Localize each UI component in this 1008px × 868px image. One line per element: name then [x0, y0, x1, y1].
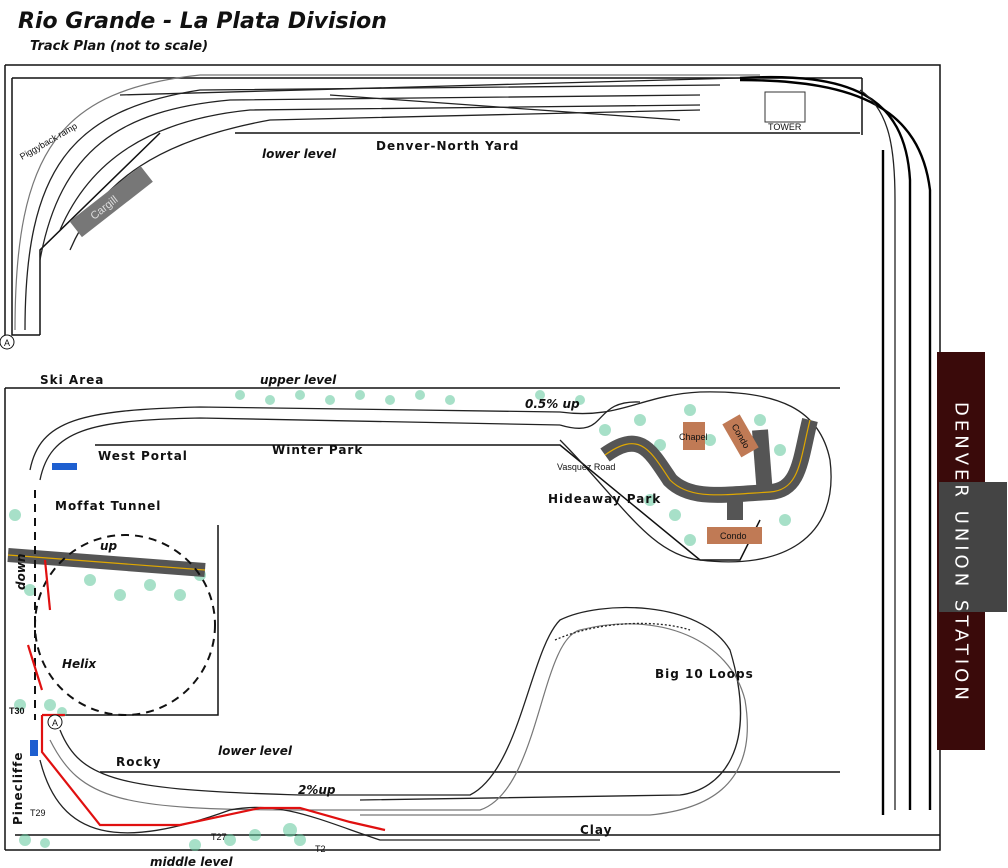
hideaway-park-roads — [7, 418, 818, 577]
grade-lower-label: 2%up — [298, 783, 336, 797]
t27-label: T27 — [211, 832, 227, 842]
lower-level-bottom-label: lower level — [218, 744, 293, 758]
upper-level-label: upper level — [260, 373, 337, 387]
t29-label: T29 — [30, 808, 46, 818]
pinecliffe-label: Pinecliffe — [11, 751, 25, 825]
condo-building-1: Condo — [722, 414, 759, 458]
ski-area-label: Ski Area — [40, 373, 104, 387]
marker-a-bottom-label: A — [52, 718, 58, 728]
helix-down-label: down — [14, 554, 28, 590]
tower-label: TOWER — [768, 122, 802, 132]
cargill-building: Cargill — [69, 165, 153, 238]
clay-label: Clay — [580, 823, 612, 837]
marker-a-top-label: A — [4, 338, 10, 348]
grade-upper-label: 0.5% up — [525, 397, 580, 411]
big-10-loops-label: Big 10 Loops — [655, 667, 754, 681]
helix-label: Helix — [62, 657, 97, 671]
lower-level-top-label: lower level — [262, 147, 337, 161]
t2-label: T2 — [315, 844, 326, 854]
plan-subtitle: Track Plan (not to scale) — [30, 39, 208, 54]
winter-park-label: Winter Park — [272, 443, 363, 457]
denver-union-station-sign: Denver Union Station — [937, 352, 1007, 750]
west-portal-label: West Portal — [98, 449, 188, 463]
vasquez-road-label: Vasquez Road — [557, 462, 615, 472]
blue-signal-2 — [30, 740, 38, 756]
plan-title: Rio Grande - La Plata Division — [18, 9, 387, 34]
middle-level-label: middle level — [150, 855, 233, 868]
chapel-label: Chapel — [679, 432, 708, 442]
north-yard-tracks — [14, 74, 932, 815]
blue-signal — [52, 463, 77, 470]
piggyback-ramp-label: Piggyback ramp — [18, 121, 79, 162]
marker-a-top — [0, 334, 15, 350]
t30-label: T30 — [9, 706, 25, 716]
chapel-building — [683, 422, 705, 450]
rocky-label: Rocky — [116, 755, 161, 769]
helix — [26, 490, 216, 720]
tower-building — [764, 91, 806, 123]
moffat-tunnel-label-1: Moffat Tunnel — [55, 499, 161, 513]
helix-up-label: up — [100, 539, 118, 553]
upper-level-tracks — [29, 391, 832, 563]
lower-level-tracks — [39, 606, 748, 841]
hideaway-park-label: Hideaway Park — [548, 492, 661, 506]
marker-a-bottom — [47, 714, 63, 730]
condo-2-label: Condo — [720, 531, 747, 541]
denver-north-yard-label: Denver-North Yard — [376, 139, 519, 153]
condo-building-2 — [707, 527, 762, 544]
benchwork — [4, 64, 941, 851]
denver-union-station-label: Denver Union Station — [950, 402, 972, 704]
